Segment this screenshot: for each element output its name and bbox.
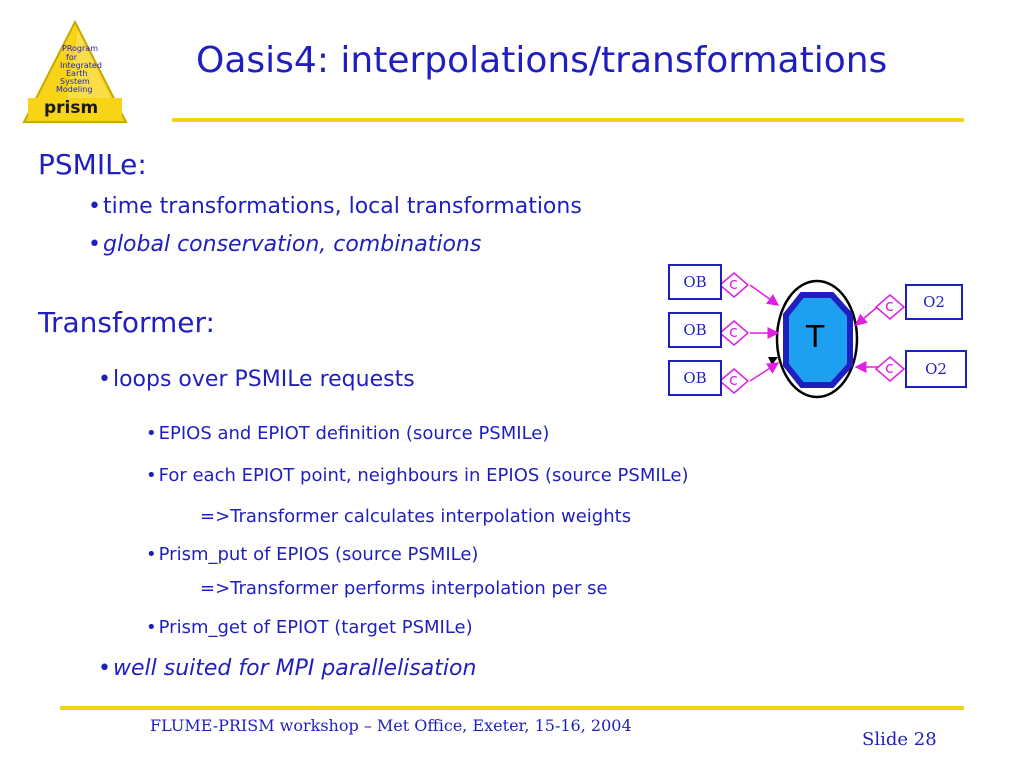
- c-diamond-2: [718, 320, 750, 346]
- transformer-sub-3-note: =>Transformer performs interpolation per…: [200, 578, 608, 599]
- transformer-sub-3-text: Prism_put of EPIOS (source PSMILe): [158, 544, 479, 565]
- ob-label-3: OB: [683, 369, 707, 387]
- o2-box-2: O2: [905, 350, 967, 388]
- c-diamond-5: [874, 356, 906, 382]
- transformer-sub-4: Prism_get of EPIOT (target PSMILe): [146, 617, 473, 638]
- c-diamond-4: [874, 294, 906, 320]
- psmile-heading: PSMILe:: [38, 148, 147, 181]
- transformer-ring: [775, 279, 859, 399]
- transformer-sub-2-note: =>Transformer calculates interpolation w…: [200, 506, 632, 527]
- transformer-heading: Transformer:: [38, 306, 215, 339]
- logo-line-4: Earth: [66, 69, 88, 78]
- o2-label-1: O2: [923, 293, 945, 311]
- logo-word: prism: [44, 98, 99, 118]
- title-rule: [172, 118, 964, 122]
- logo-line-3: Integrated: [60, 61, 102, 70]
- o2-box-1: O2: [905, 284, 963, 320]
- transformer-bullet-1-text: loops over PSMILe requests: [112, 367, 415, 392]
- logo-line-2: for: [66, 53, 77, 62]
- ob-box-2: OB: [668, 312, 722, 348]
- slide-title: Oasis4: interpolations/transformations: [196, 40, 888, 81]
- c-label-5: c: [885, 358, 894, 377]
- transformer-sub-1: EPIOS and EPIOT definition (source PSMIL…: [146, 423, 550, 444]
- logo-line-6: Modeling: [56, 85, 93, 94]
- slide-number: Slide 28: [862, 729, 937, 750]
- c-diamond-3: [718, 368, 750, 394]
- footer-text: FLUME-PRISM workshop – Met Office, Exete…: [150, 716, 632, 735]
- transformer-bullet-2-text: well suited for MPI parallelisation: [112, 656, 477, 681]
- transformer-sub-2: For each EPIOT point, neighbours in EPIO…: [146, 465, 689, 486]
- transformer-label: T: [806, 320, 825, 355]
- transformer-sub-3: Prism_put of EPIOS (source PSMILe): [146, 544, 479, 565]
- ob-box-3: OB: [668, 360, 722, 396]
- transformer-octagon: [783, 292, 853, 388]
- transformer-sub-4-text: Prism_get of EPIOT (target PSMILe): [158, 617, 473, 638]
- c-label-2: c: [729, 322, 738, 341]
- transformer-sub-1-text: EPIOS and EPIOT definition (source PSMIL…: [158, 423, 550, 444]
- psmile-bullet-2-text: global conservation, combinations: [102, 232, 482, 257]
- o2-label-2: O2: [925, 360, 947, 378]
- psmile-bullet-1-text: time transformations, local transformati…: [102, 194, 582, 219]
- c-label-3: c: [729, 370, 738, 389]
- c-label-4: c: [885, 296, 894, 315]
- c-label-1: c: [729, 274, 738, 293]
- psmile-bullet-2: global conservation, combinations: [88, 232, 481, 257]
- ob-label-1: OB: [683, 273, 707, 291]
- c-diamond-1: [718, 272, 750, 298]
- ob-label-2: OB: [683, 321, 707, 339]
- psmile-bullet-1: time transformations, local transformati…: [88, 194, 582, 219]
- logo-line-1: PRogram: [62, 44, 98, 53]
- ob-box-1: OB: [668, 264, 722, 300]
- logo-line-5: System: [60, 77, 90, 86]
- prism-logo: [20, 18, 130, 128]
- transformer-diagram: [718, 272, 906, 399]
- transformer-sub-2-text: For each EPIOT point, neighbours in EPIO…: [158, 465, 689, 486]
- footer-rule: [60, 706, 964, 710]
- transformer-bullet-1: loops over PSMILe requests: [98, 367, 415, 392]
- transformer-bullet-2: well suited for MPI parallelisation: [98, 656, 476, 681]
